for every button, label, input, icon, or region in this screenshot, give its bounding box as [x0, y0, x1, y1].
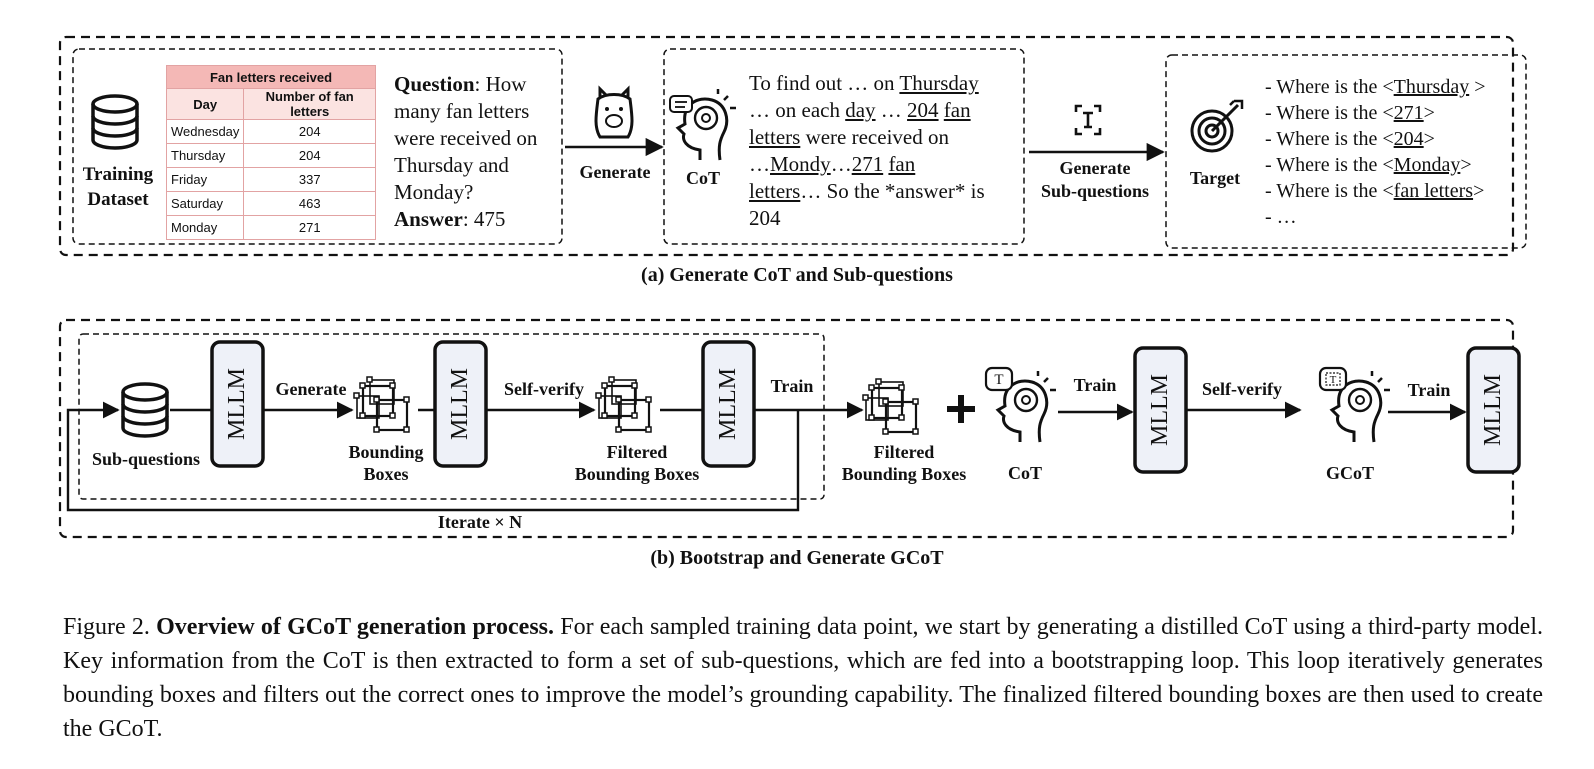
bounding-boxes-label: Bounding Boxes [348, 442, 424, 484]
text-select-icon [1074, 104, 1102, 136]
panel-a-frame [58, 35, 1515, 257]
list-item: - Where is the <271> [1265, 102, 1435, 124]
dataset-label: Training Dataset [82, 164, 154, 210]
list-item: - Where is the <Monday> [1265, 154, 1472, 176]
target-list: - Where is the <Thursday > - Where is th… [1265, 74, 1485, 230]
train-label-2: Train [1073, 375, 1117, 395]
subq-label-b: Sub-questions [91, 449, 201, 469]
database-icon [91, 94, 139, 150]
question-text: Question: How many fan letters were rece… [394, 72, 538, 231]
target-icon [1190, 99, 1244, 153]
grid-boxes-icon [594, 375, 653, 434]
mllm-label: MLLM [447, 368, 473, 440]
cot-label: CoT [685, 168, 720, 188]
database-icon [121, 382, 169, 438]
svg-text:T: T [994, 372, 1003, 388]
thinking-head-icon [669, 87, 738, 162]
thinking-head-icon: T [984, 366, 1058, 444]
mllm-label: MLLM [224, 368, 250, 440]
mllm-box-5 [1466, 346, 1521, 474]
list-item: - … [1265, 206, 1297, 228]
table-header: Day [165, 88, 245, 120]
mllm-label: MLLM [715, 368, 741, 440]
mllm-label: MLLM [1147, 374, 1173, 446]
list-item: - Where is the <fan letters> [1265, 180, 1485, 202]
plus-icon [947, 395, 975, 423]
train-label: Train [770, 376, 814, 396]
mllm-box-2 [433, 340, 488, 468]
mllm-box-1 [210, 340, 265, 468]
loop-box [78, 333, 825, 500]
cot-text: To find out … on Thursday … on each day … [749, 71, 985, 230]
self-verify-label: Self-verify [504, 379, 584, 399]
thinking-head-icon: T [1318, 366, 1392, 444]
panel-a-caption: (a) Generate CoT and Sub-questions [641, 264, 953, 286]
table-title: Fan letters received [166, 65, 376, 89]
filtered-boxes-out-label: Filtered Bounding Boxes [841, 442, 967, 484]
panel-b-frame [58, 318, 1515, 539]
list-item: - Where is the <Thursday > [1265, 76, 1486, 98]
cot-box [663, 48, 1025, 245]
gcot-label: GCoT [1325, 463, 1374, 483]
target-label: Target [1189, 168, 1241, 188]
train-label-3: Train [1407, 380, 1451, 400]
svg-text:T: T [1330, 374, 1337, 386]
fan-letters-table: Fan letters received Day Number of fan l… [165, 65, 376, 240]
mllm-label: MLLM [1480, 374, 1506, 446]
iterate-label: Iterate × N [437, 512, 523, 532]
grid-boxes-icon [352, 375, 411, 434]
generate-label: Generate [579, 162, 651, 182]
llama-icon [594, 85, 634, 139]
mllm-box-3 [701, 340, 756, 468]
figure-caption: Figure 2. Overview of GCoT generation pr… [63, 614, 1543, 742]
subq-label: Generate Sub-questions [1040, 158, 1150, 201]
panel-b-caption: (b) Bootstrap and Generate GCoT [650, 547, 944, 569]
cot-label-b: CoT [1007, 463, 1042, 483]
list-item: - Where is the <204> [1265, 128, 1435, 150]
generate-label-b: Generate [275, 379, 347, 399]
grid-boxes-icon [861, 377, 920, 436]
table-header: Number of fan letters [243, 88, 376, 120]
filtered-boxes-label: Filtered Bounding Boxes [574, 442, 700, 484]
target-box [1165, 54, 1527, 249]
iterate-loop [66, 401, 800, 512]
self-verify-label-2: Self-verify [1202, 379, 1282, 399]
